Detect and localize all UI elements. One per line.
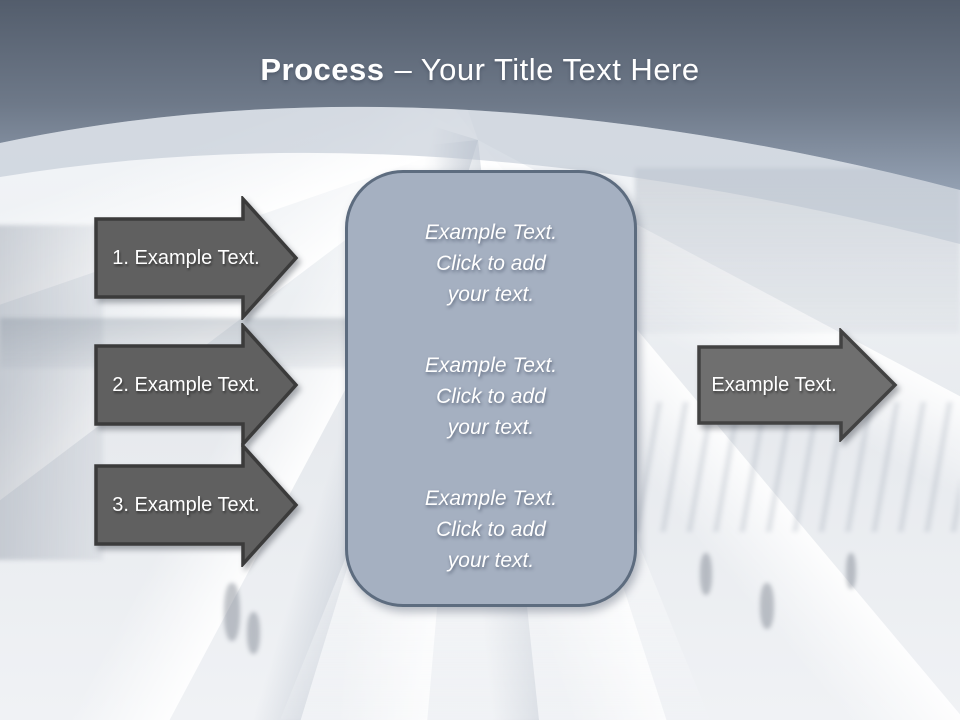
- bg-person-silhouette: [247, 612, 260, 654]
- bg-person-silhouette: [700, 553, 712, 595]
- arrow-right-shape: [94, 196, 299, 320]
- text-line: your text.: [447, 549, 535, 572]
- slide-title-subtitle: – Your Title Text Here: [394, 52, 700, 87]
- process-arrow-2[interactable]: 2. Example Text.: [93, 323, 299, 447]
- bg-person-silhouette: [224, 583, 240, 641]
- header-curve: [0, 0, 960, 244]
- text-paragraph-2: Example Text. Click to add your text.: [425, 350, 557, 443]
- arrow-label: 3. Example Text.: [112, 493, 260, 516]
- output-arrow[interactable]: Example Text.: [696, 328, 898, 442]
- arrow-right-shape: [697, 328, 898, 442]
- text-line: Example Text.: [424, 221, 558, 244]
- slide-title-keyword: Process: [260, 52, 385, 87]
- text-line: Click to add: [436, 518, 546, 541]
- process-arrow-3[interactable]: 3. Example Text.: [93, 443, 299, 567]
- slide-title: Process – Your Title Text Here: [0, 52, 960, 88]
- arrow-label: 1. Example Text.: [112, 246, 260, 269]
- text-paragraph-1: Example Text. Click to add your text.: [425, 217, 557, 310]
- bg-person-silhouette: [760, 583, 774, 629]
- arrow-label: 2. Example Text.: [112, 373, 260, 396]
- arrow-right-shape: [94, 443, 299, 567]
- center-text-box[interactable]: Example Text. Click to add your text. Ex…: [345, 170, 637, 607]
- bg-storefront-left: [0, 225, 103, 560]
- bg-person-silhouette: [846, 553, 856, 589]
- arrow-right-shape: [94, 323, 299, 447]
- text-line: your text.: [447, 416, 535, 439]
- text-paragraph-3: Example Text. Click to add your text.: [425, 483, 557, 576]
- text-line: your text.: [447, 283, 535, 306]
- arrow-label: Example Text.: [711, 373, 837, 396]
- process-arrow-1[interactable]: 1. Example Text.: [93, 196, 299, 320]
- text-line: Example Text.: [424, 487, 558, 510]
- text-line: Click to add: [436, 385, 546, 408]
- text-line: Click to add: [436, 252, 546, 275]
- text-line: Example Text.: [424, 354, 558, 377]
